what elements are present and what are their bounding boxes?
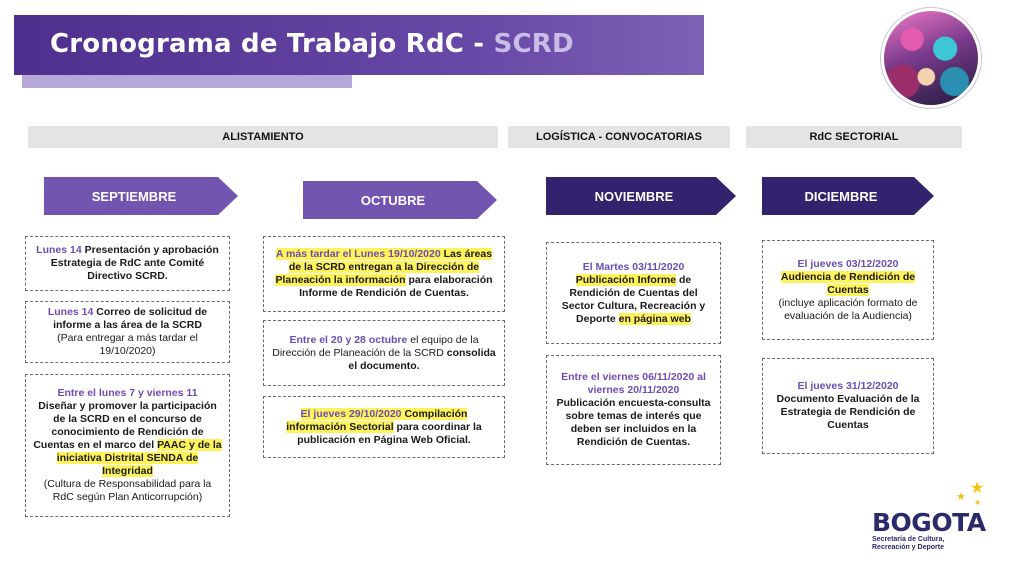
card-oct-entrega: A más tardar el Lunes 19/10/2020 Las áre… xyxy=(263,236,505,312)
logo-line-2: Recreación y Deporte xyxy=(872,544,944,551)
bogota-logo: ★ ★ ★ BOGOTA Secretaría de Cultura,Recre… xyxy=(870,478,986,558)
card-date: Lunes 14 xyxy=(47,306,94,318)
card-date: Lunes 14 xyxy=(36,244,82,256)
dancers-photo xyxy=(881,8,981,108)
card-body: Presentación y aprobación Estrategia de … xyxy=(50,244,219,282)
card-body: de Rendición de Cuentas del Sector Cultu… xyxy=(561,273,706,325)
card-body: para elaboración Informe de Rendición de… xyxy=(299,274,493,299)
card-text: Publicación Informe de Rendición de Cuen… xyxy=(553,273,714,326)
card-body: Diseñar y promover la participación de l… xyxy=(33,400,217,451)
card-highlight: Publicación Informe xyxy=(575,273,677,286)
month-arrow-noviembre: NOVIEMBRE xyxy=(546,177,736,215)
card-body: Correo de solicitud de informe a las áre… xyxy=(53,306,208,331)
card-highlight: Audiencia de Rendición de Cuentas xyxy=(780,270,916,296)
card-date: El Martes 03/11/2020 xyxy=(582,260,685,273)
card-oct-compilacion: El jueves 29/10/2020 Compilación informa… xyxy=(263,396,505,458)
star-icon: ★ xyxy=(974,498,982,507)
card-date: Entre el lunes 7 y viernes 11 xyxy=(57,387,198,399)
card-text: Lunes 14 Presentación y aprobación Estra… xyxy=(32,244,223,283)
card-text: Lunes 14 Correo de solicitud de informe … xyxy=(32,306,223,332)
card-body: para coordinar la publicación en Página … xyxy=(297,420,482,446)
card-text: El jueves 29/10/2020 Compilación informa… xyxy=(270,407,498,447)
card-note: (Para entregar a más tardar el 19/10/202… xyxy=(57,332,198,357)
card-dic-evaluacion: El jueves 31/12/2020 Documento Evaluació… xyxy=(762,358,934,454)
title-bar xyxy=(14,15,704,75)
card-date: jueves 29/10/2020 xyxy=(313,407,402,420)
phase-rdc-sectorial: RdC SECTORIAL xyxy=(746,126,962,148)
card-note: (incluye aplicación formato de evaluació… xyxy=(778,296,918,322)
card-date: A más tardar el Lunes 19/10/2020 xyxy=(275,248,441,260)
card-prefix: El xyxy=(300,407,314,420)
card-sep-concurso: Entre el lunes 7 y viernes 11 Diseñar y … xyxy=(25,374,230,517)
logo-wordmark: BOGOTA xyxy=(872,508,986,537)
card-date: Entre el viernes 06/11/2020 al viernes 2… xyxy=(561,371,706,396)
card-date: Entre el 20 y 28 octubre xyxy=(289,333,408,346)
phase-alistamiento: ALISTAMIENTO xyxy=(28,126,498,148)
card-dic-audiencia: El jueves 03/12/2020 Audiencia de Rendic… xyxy=(762,240,934,340)
card-sep-correo: Lunes 14 Correo de solicitud de informe … xyxy=(25,301,230,363)
phase-logistica: LOGÍSTICA - CONVOCATORIAS xyxy=(508,126,730,148)
card-text: Entre el 20 y 28 octubre el equipo de la… xyxy=(270,334,498,373)
card-highlight-end: en página web xyxy=(618,312,691,325)
card-date: El jueves 31/12/2020 xyxy=(797,380,899,392)
card-text: A más tardar el Lunes 19/10/2020 Las áre… xyxy=(270,248,498,300)
card-date: El jueves 03/12/2020 xyxy=(797,257,899,270)
logo-line-1: Secretaría de Cultura, xyxy=(872,536,945,543)
card-oct-consolida: Entre el 20 y 28 octubre el equipo de la… xyxy=(263,320,505,386)
month-arrow-diciembre: DICIEMBRE xyxy=(762,177,934,215)
star-icon: ★ xyxy=(970,480,985,497)
card-nov-publicacion: El Martes 03/11/2020 Publicación Informe… xyxy=(546,242,721,344)
card-nov-encuesta: Entre el viernes 06/11/2020 al viernes 2… xyxy=(546,355,721,465)
month-arrow-octubre: OCTUBRE xyxy=(303,181,497,219)
card-bold: consolida el documento. xyxy=(348,346,496,372)
card-note: (Cultura de Responsabilidad para la RdC … xyxy=(43,478,212,503)
title-accent: SCRD xyxy=(493,29,574,59)
card-body: el equipo de la Dirección de Planeación … xyxy=(272,333,479,359)
card-text: Diseñar y promover la participación de l… xyxy=(32,400,223,478)
month-arrow-septiembre: SEPTIEMBRE xyxy=(44,177,238,215)
card-body: Documento Evaluación de la Estrategia de… xyxy=(776,393,920,431)
page-title: Cronograma de Trabajo RdC - SCRD xyxy=(50,29,574,59)
card-text: Audiencia de Rendición de Cuentas xyxy=(769,270,927,297)
star-icon: ★ xyxy=(956,491,966,503)
logo-subtitle: Secretaría de Cultura,Recreación y Depor… xyxy=(872,536,972,552)
card-sep-presentacion: Lunes 14 Presentación y aprobación Estra… xyxy=(25,236,230,291)
card-body: Publicación encuesta-consulta sobre tema… xyxy=(556,397,711,448)
